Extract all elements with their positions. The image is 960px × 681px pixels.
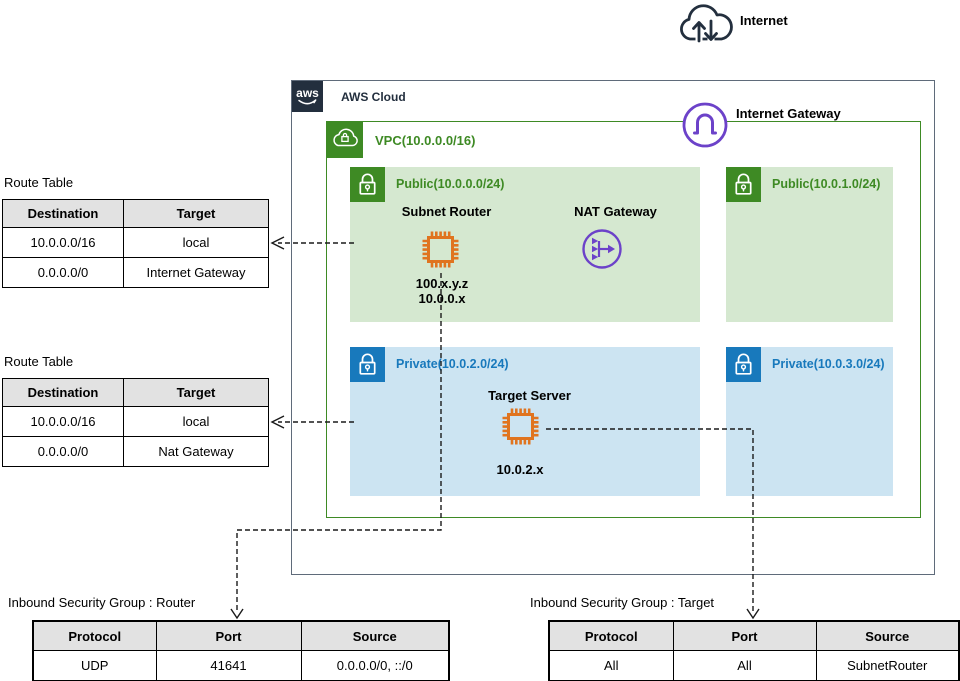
nat-gateway-label: NAT Gateway xyxy=(574,204,657,219)
route-table-1-cell: 10.0.0.0/16 xyxy=(2,227,124,258)
route-table-1-cell: 0.0.0.0/0 xyxy=(2,257,124,288)
sg-target-cell: All xyxy=(548,650,674,681)
sg-router-header-source: Source xyxy=(300,620,450,651)
route-table-1-header-destination: Destination xyxy=(2,199,124,228)
sg-router-header-port: Port xyxy=(155,620,302,651)
target-server-label: Target Server xyxy=(488,388,571,403)
route-table-2-cell: 10.0.0.0/16 xyxy=(2,406,124,437)
route-table-1-title: Route Table xyxy=(4,175,74,190)
sg-target-header-port: Port xyxy=(672,620,817,651)
internet-cloud-icon xyxy=(680,4,733,43)
subnet-router-ips: 100.x.y.z 10.0.0.x xyxy=(396,276,488,306)
route-table-1-header-target: Target xyxy=(123,199,269,228)
route-table-2: Destination Target 10.0.0.0/16 local 0.0… xyxy=(2,378,269,467)
table-row: 0.0.0.0/0 Internet Gateway xyxy=(2,257,269,288)
vpc-group: VPC(10.0.0.0/16) xyxy=(326,121,921,518)
vpc-label: VPC(10.0.0.0/16) xyxy=(375,133,476,148)
sg-target-cell: All xyxy=(672,650,817,681)
aws-logo-icon: aws xyxy=(292,81,323,112)
security-group-target-table: Protocol Port Source All All SubnetRoute… xyxy=(548,620,960,681)
security-group-router-table: Protocol Port Source UDP 41641 0.0.0.0/0… xyxy=(32,620,450,681)
route-table-1-cell: local xyxy=(123,227,269,258)
sg-target-cell: SubnetRouter xyxy=(815,650,960,681)
security-group-router-title: Inbound Security Group : Router xyxy=(8,595,196,610)
subnet-router-ip-local: 10.0.0.x xyxy=(418,291,466,306)
route-table-2-cell: local xyxy=(123,406,269,437)
public-subnet-lock-icon xyxy=(350,167,385,202)
subnet-public-2-label: Public(10.0.1.0/24) xyxy=(772,177,881,191)
subnet-private-2: Private(10.0.3.0/24) xyxy=(726,347,893,496)
internet-gateway-label: Internet Gateway xyxy=(736,106,841,121)
private-subnet-lock-icon xyxy=(726,347,761,382)
internet-gateway-icon xyxy=(682,102,728,148)
route-table-2-cell: Nat Gateway xyxy=(123,436,269,467)
route-table-1: Destination Target 10.0.0.0/16 local 0.0… xyxy=(2,199,269,288)
table-row: UDP 41641 0.0.0.0/0, ::/0 xyxy=(32,650,450,681)
subnet-router-chip-icon xyxy=(422,231,459,268)
route-table-1-cell: Internet Gateway xyxy=(123,257,269,288)
internet-label: Internet xyxy=(740,13,788,28)
private-subnet-lock-icon xyxy=(350,347,385,382)
subnet-router-label: Subnet Router xyxy=(401,204,492,219)
vpc-icon xyxy=(327,122,363,158)
route-table-2-cell: 0.0.0.0/0 xyxy=(2,436,124,467)
table-row: All All SubnetRouter xyxy=(548,650,960,681)
sg-router-cell: 0.0.0.0/0, ::/0 xyxy=(300,650,450,681)
nat-gateway-icon xyxy=(582,229,622,269)
subnet-private-2-label: Private(10.0.3.0/24) xyxy=(772,357,885,371)
target-server-chip-icon xyxy=(502,408,539,445)
subnet-private-1-label: Private(10.0.2.0/24) xyxy=(396,357,509,371)
subnet-public-1-label: Public(10.0.0.0/24) xyxy=(396,177,505,191)
route-table-2-header-destination: Destination xyxy=(2,378,124,407)
public-subnet-lock-icon xyxy=(726,167,761,202)
route-table-2-title: Route Table xyxy=(4,354,74,369)
table-row: 10.0.0.0/16 local xyxy=(2,406,269,437)
aws-cloud-label: AWS Cloud xyxy=(341,90,406,104)
sg-router-cell: UDP xyxy=(32,650,157,681)
sg-target-header-source: Source xyxy=(815,620,960,651)
target-server-ip: 10.0.2.x xyxy=(496,462,544,477)
subnet-public-1: Public(10.0.0.0/24) xyxy=(350,167,700,322)
security-group-target-title: Inbound Security Group : Target xyxy=(530,595,715,610)
table-row: 0.0.0.0/0 Nat Gateway xyxy=(2,436,269,467)
subnet-public-2: Public(10.0.1.0/24) xyxy=(726,167,893,322)
sg-router-header-protocol: Protocol xyxy=(32,620,157,651)
sg-target-header-protocol: Protocol xyxy=(548,620,674,651)
subnet-router-ip-tailscale: 100.x.y.z xyxy=(415,276,469,291)
sg-router-cell: 41641 xyxy=(155,650,302,681)
aws-logo-text: aws xyxy=(296,86,319,100)
route-table-2-header-target: Target xyxy=(123,378,269,407)
table-row: 10.0.0.0/16 local xyxy=(2,227,269,258)
